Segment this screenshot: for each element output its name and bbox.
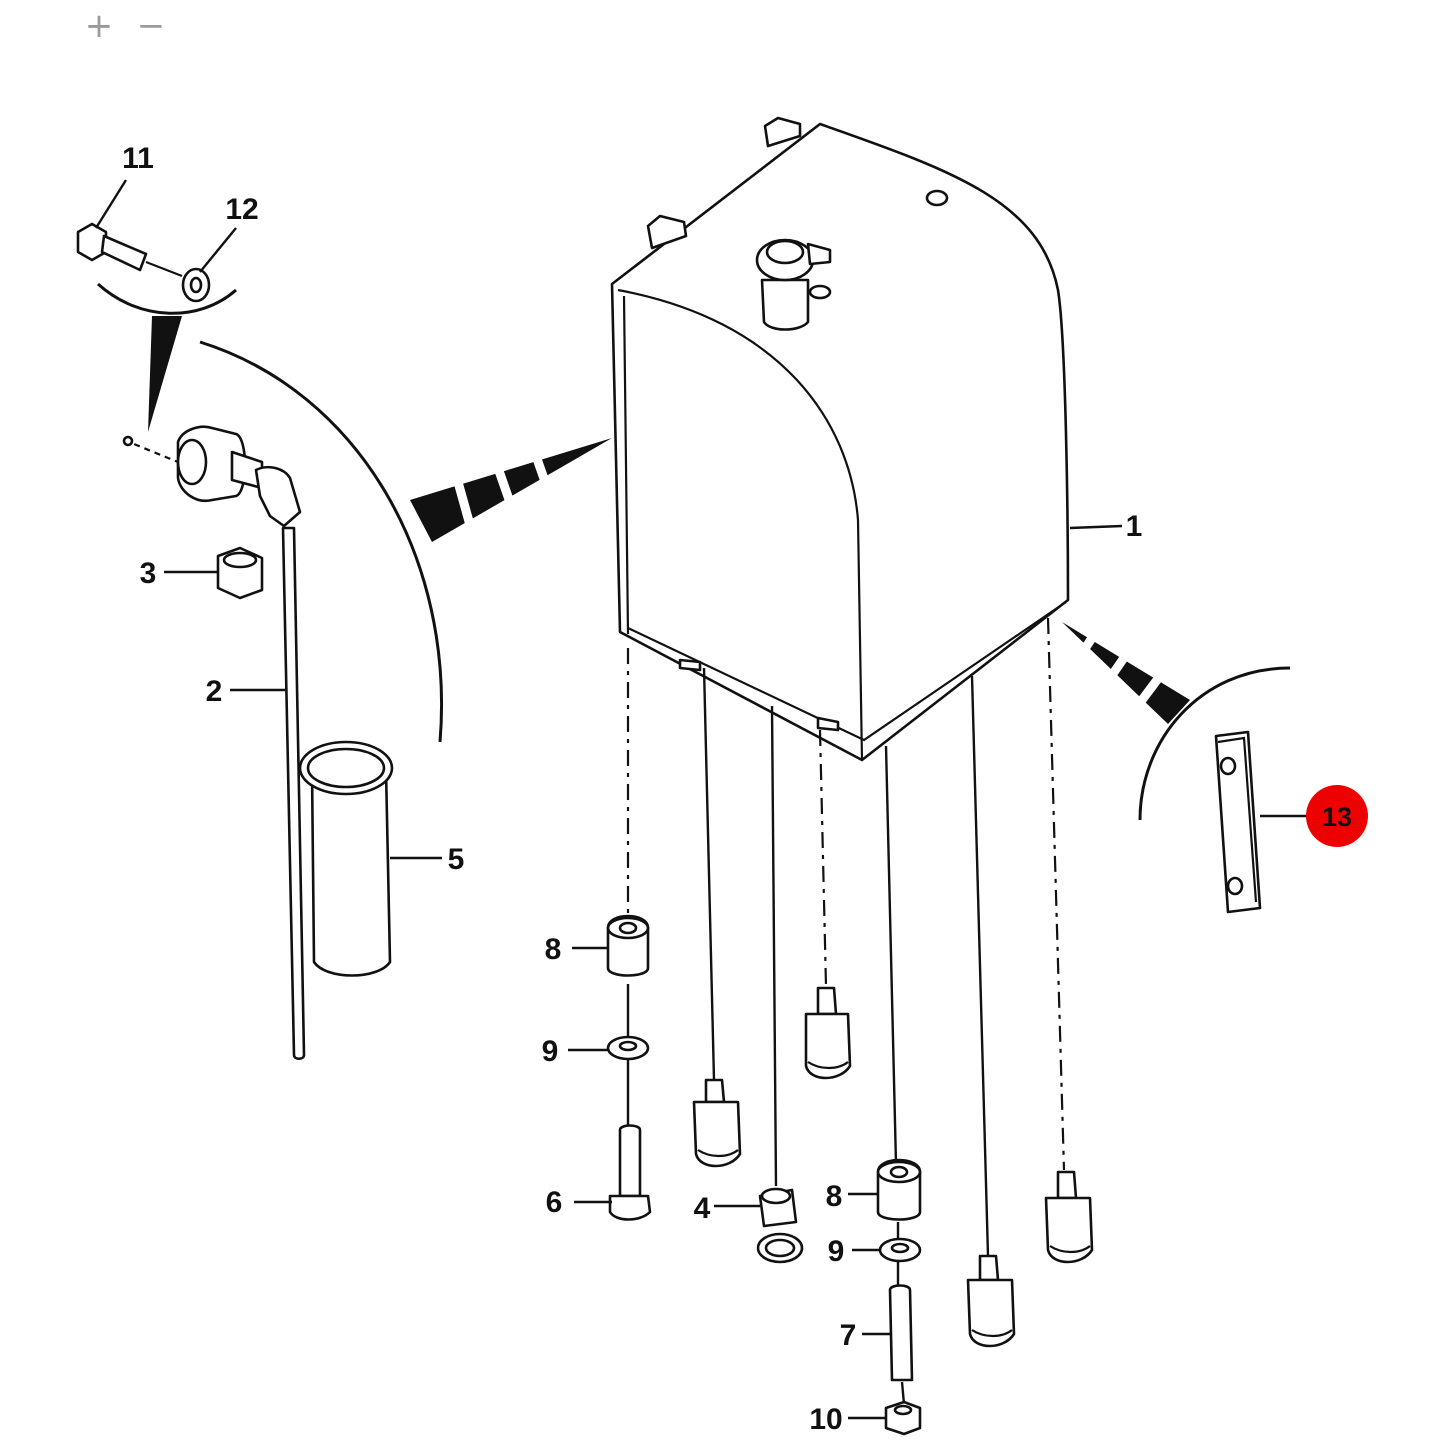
- callout-7[interactable]: 7: [840, 1319, 857, 1352]
- part-7-stud[interactable]: [888, 1284, 914, 1382]
- part-13-bracket[interactable]: [1214, 730, 1262, 914]
- part-9-washer-right[interactable]: [878, 1237, 922, 1263]
- part-12-washer[interactable]: [181, 267, 211, 303]
- callout-5[interactable]: 5: [448, 843, 465, 876]
- callout-3[interactable]: 3: [140, 557, 157, 590]
- callout-4[interactable]: 4: [694, 1192, 711, 1225]
- zoom-controls: + −: [82, 8, 168, 44]
- part-8-spacer-left[interactable]: [606, 914, 650, 977]
- part-sender-right[interactable]: [1044, 1170, 1094, 1264]
- part-9-washer-left[interactable]: [606, 1035, 650, 1061]
- zoom-in-button[interactable]: +: [84, 6, 114, 46]
- callout-9-left[interactable]: 9: [542, 1035, 559, 1068]
- part-4-drain-plug[interactable]: [756, 1187, 804, 1264]
- callout-8-right[interactable]: 8: [826, 1180, 843, 1213]
- detail-view-fill-neck: [199, 340, 612, 743]
- callout-11[interactable]: 11: [122, 142, 154, 175]
- part-8-spacer-right[interactable]: [876, 1158, 922, 1221]
- callout-2[interactable]: 2: [206, 675, 223, 708]
- leader-lines: [94, 179, 1306, 1420]
- part-6-bolt[interactable]: [608, 1124, 652, 1221]
- part-5-strainer[interactable]: [298, 740, 394, 977]
- detail-view-bolt: [76, 222, 237, 432]
- part-11-bolt[interactable]: [76, 222, 183, 278]
- callout-13[interactable]: 13: [1322, 802, 1352, 832]
- part-3-nut[interactable]: [216, 546, 264, 600]
- alignment-lines: [626, 617, 1066, 1405]
- part-sender-middle[interactable]: [804, 986, 852, 1080]
- part-sender-left[interactable]: [692, 1078, 742, 1168]
- callout-1[interactable]: 1: [1126, 510, 1143, 543]
- callout-9-right[interactable]: 9: [828, 1235, 845, 1268]
- part-2-dip-tube[interactable]: [281, 526, 306, 1061]
- callout-13-highlight[interactable]: 13: [1306, 785, 1368, 847]
- callout-6[interactable]: 6: [546, 1186, 563, 1219]
- highlight-marker[interactable]: [1306, 785, 1368, 847]
- part-sender-lower[interactable]: [966, 1254, 1016, 1348]
- fill-neck-assembly: [122, 425, 302, 528]
- callout-8-left[interactable]: 8: [545, 933, 562, 966]
- part-1-tank[interactable]: [610, 116, 1070, 762]
- part-10-nut[interactable]: [884, 1400, 922, 1436]
- zoom-out-button[interactable]: −: [136, 6, 166, 46]
- callout-12[interactable]: 12: [225, 193, 258, 226]
- callout-labels: 11 12 3 2 5 1 8 9 6 4 8 9 7 10: [122, 142, 1142, 1436]
- detail-view-bracket: [1062, 622, 1291, 821]
- callout-10[interactable]: 10: [809, 1403, 842, 1436]
